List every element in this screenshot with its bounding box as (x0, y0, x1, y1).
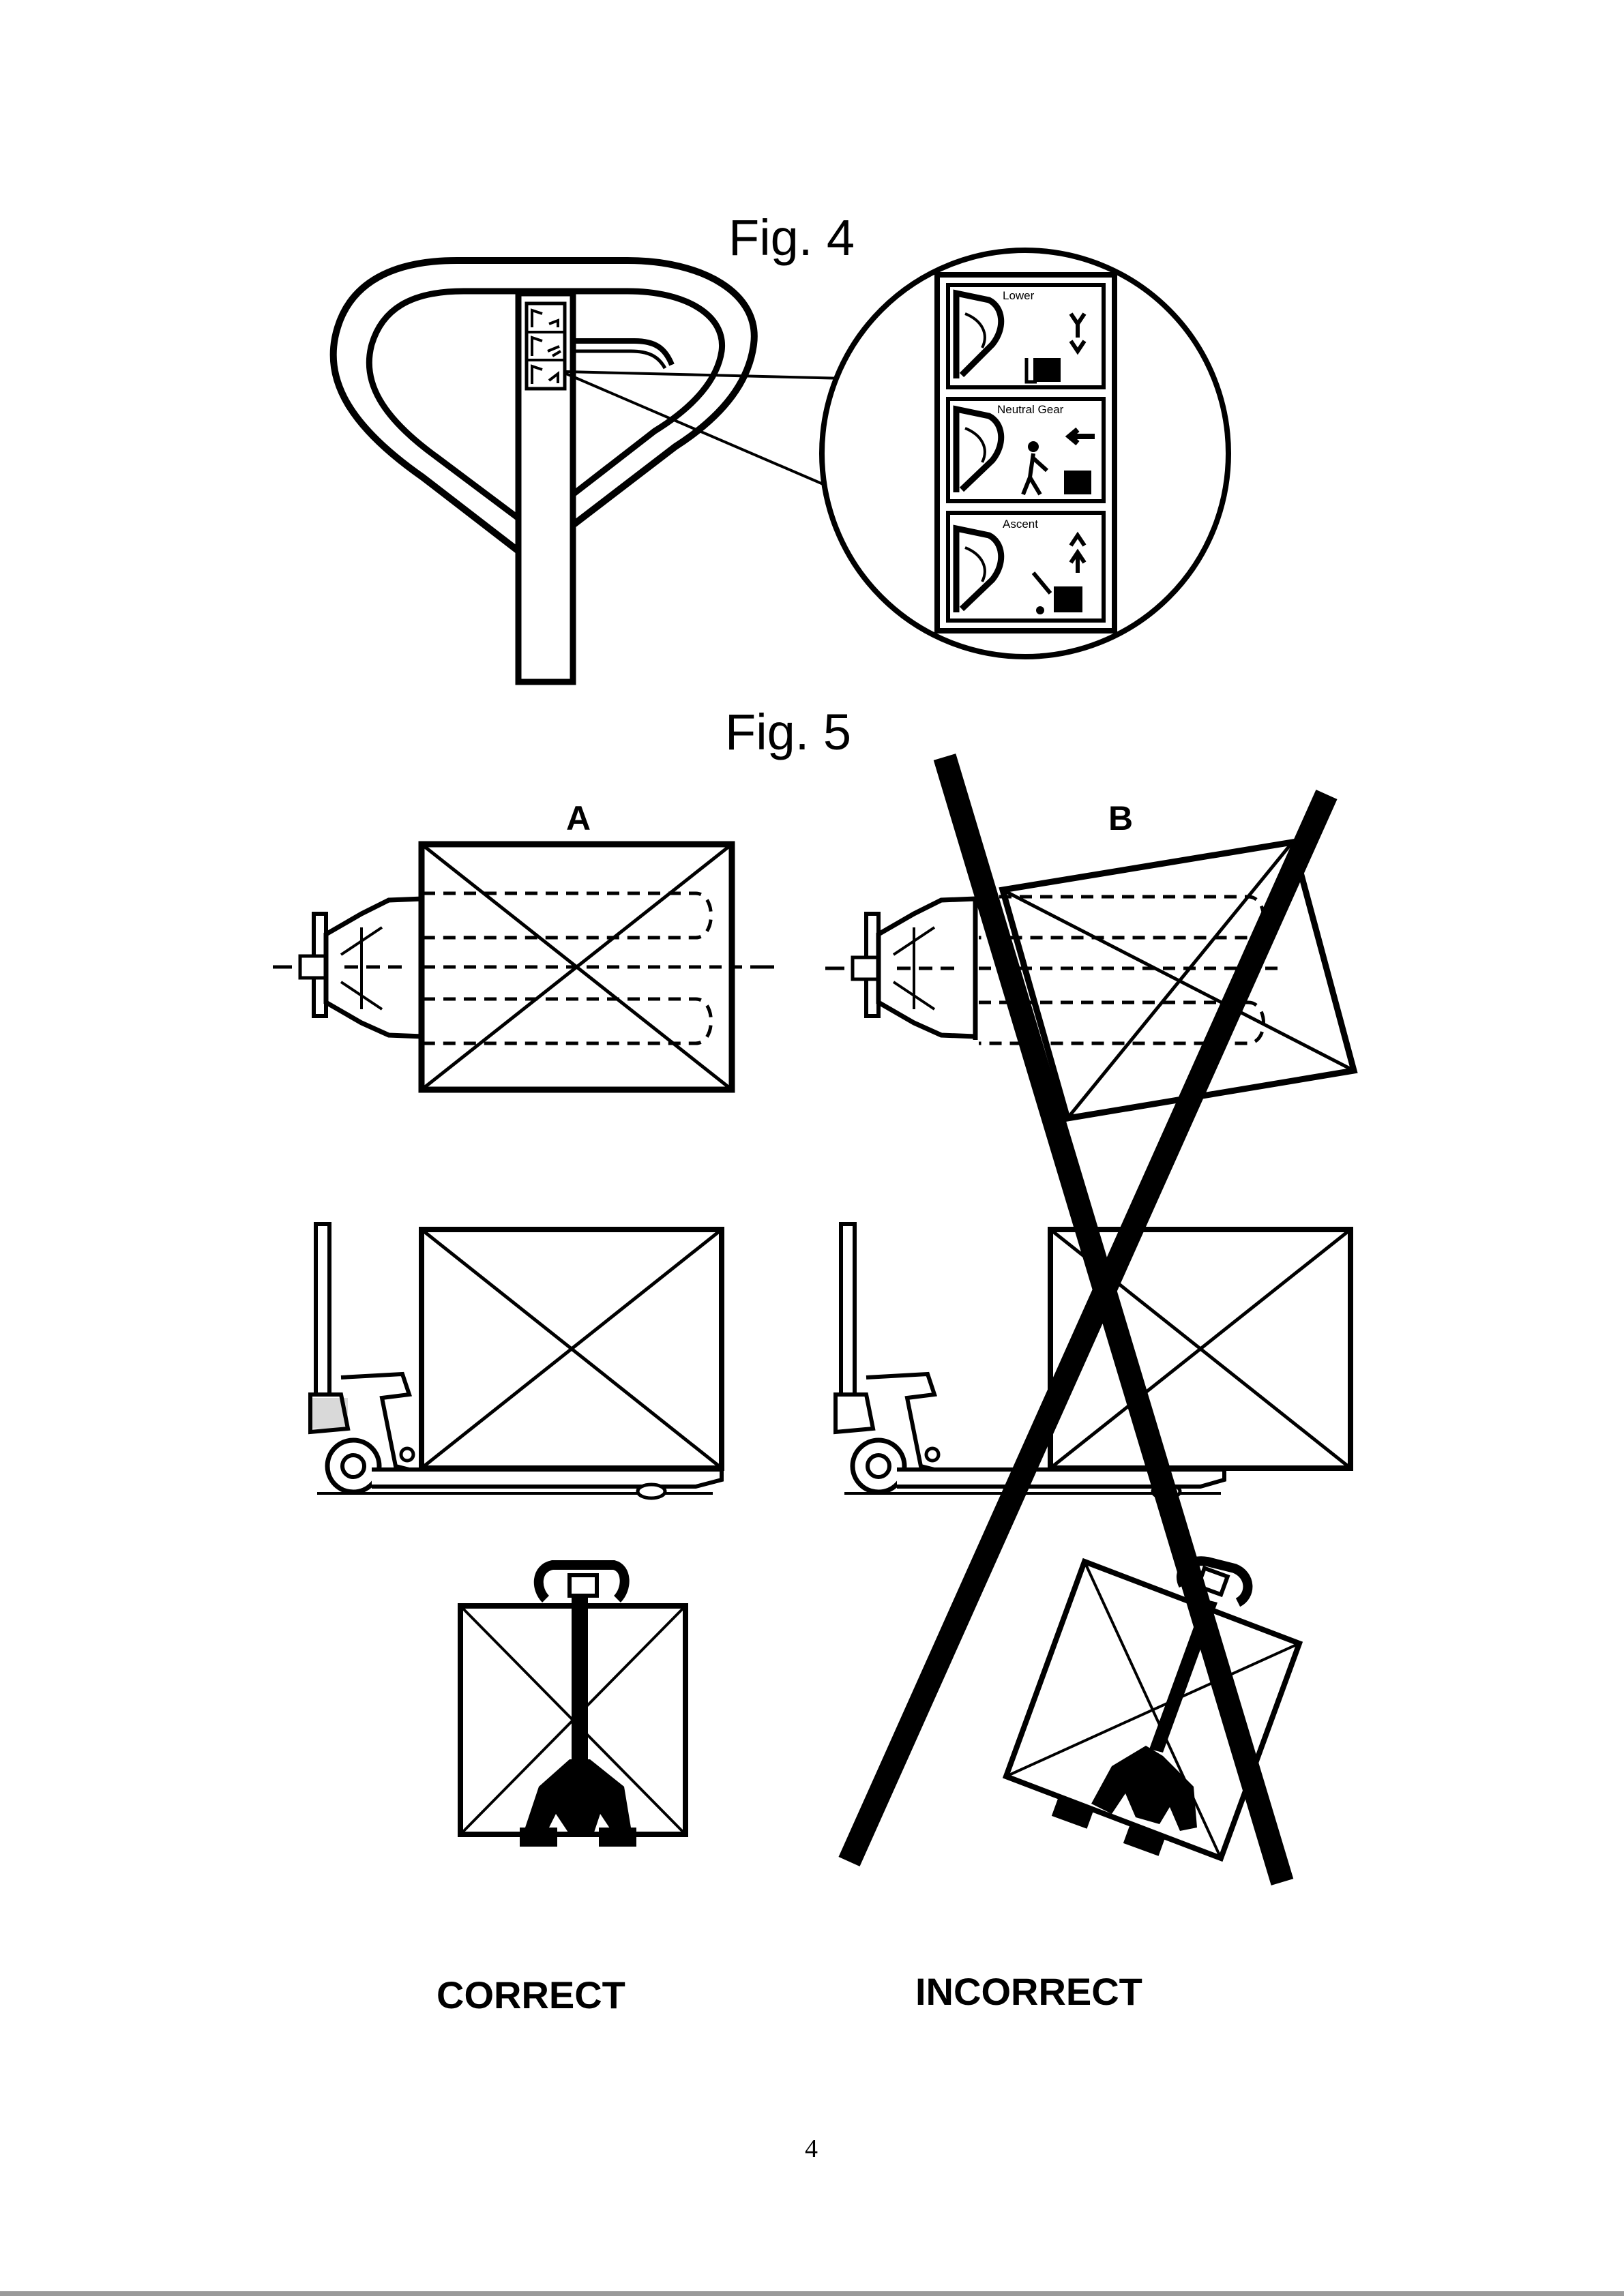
correct-side-view (310, 1224, 722, 1498)
page-number: 4 (805, 2136, 818, 2162)
fig5-load-diagram (0, 0, 1624, 1943)
correct-label: CORRECT (437, 1976, 625, 2014)
incorrect-label: INCORRECT (915, 1973, 1142, 2011)
correct-rear-view (460, 1565, 685, 1847)
correct-top-view (273, 844, 774, 1090)
bottom-border (0, 2291, 1624, 2296)
